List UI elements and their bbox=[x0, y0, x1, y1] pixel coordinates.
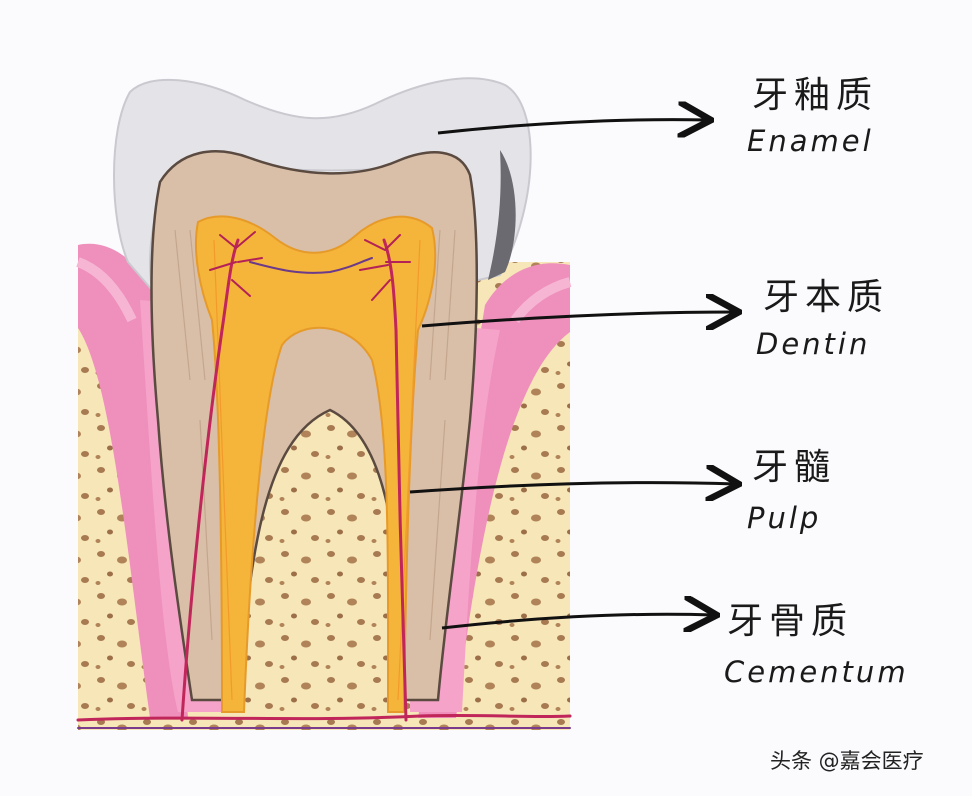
dentin-cn-label: 牙本质 bbox=[763, 277, 890, 318]
cementum-cn-label: 牙骨质 bbox=[727, 601, 854, 642]
pulp-en-label: Pulp bbox=[747, 501, 822, 535]
watermark: 头条 @嘉会医疗 bbox=[770, 749, 924, 773]
enamel-cn-label: 牙釉质 bbox=[752, 75, 879, 116]
pulp-chamber bbox=[195, 215, 437, 713]
enamel-en-label: Enamel bbox=[747, 124, 874, 158]
cementum-arrow bbox=[441, 614, 714, 628]
pointer-arrows bbox=[409, 120, 736, 628]
dentin-arrow bbox=[421, 312, 736, 326]
cementum-en-label: Cementum bbox=[724, 655, 909, 689]
pulp-arrow bbox=[409, 483, 736, 492]
enamel-arrow bbox=[437, 120, 708, 133]
blood-vessels bbox=[76, 231, 572, 729]
dentin-en-label: Dentin bbox=[756, 327, 871, 361]
pulp-cn-label: 牙髓 bbox=[752, 447, 837, 488]
